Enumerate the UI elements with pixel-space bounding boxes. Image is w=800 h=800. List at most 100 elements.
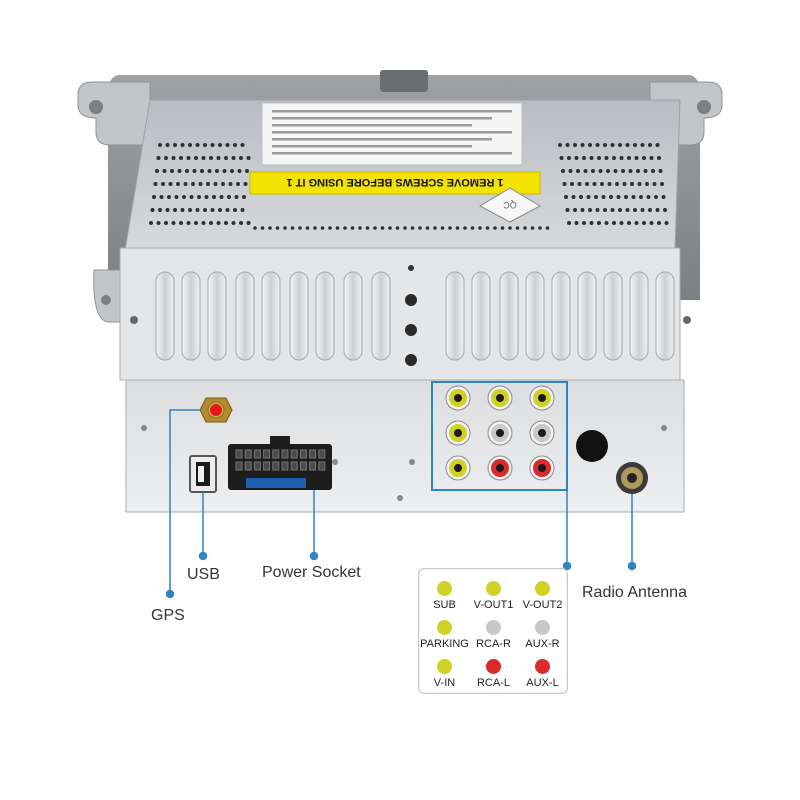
- vent-hole: [589, 156, 594, 160]
- vent-hole: [595, 208, 600, 212]
- legend-item: AUX-L: [518, 659, 567, 689]
- vent-hole: [652, 182, 657, 186]
- vent-hole: [661, 195, 666, 199]
- rca-jack-parking[interactable]: [445, 420, 471, 446]
- gps-callout-dot: [165, 589, 175, 599]
- heatsink-fin: [629, 271, 649, 361]
- vent-hole: [156, 221, 161, 225]
- vent-hole: [164, 156, 168, 160]
- rca-jack-aux-r[interactable]: [529, 420, 555, 446]
- pin: [272, 461, 280, 471]
- vent-hole: [577, 182, 582, 186]
- vent-hole: [571, 195, 576, 199]
- vent-hole: [603, 143, 607, 147]
- vent-hole: [561, 169, 565, 173]
- vent-hole: [189, 195, 194, 199]
- vent-hole: [580, 143, 585, 147]
- legend-color-dot: [437, 581, 452, 596]
- vent-hole: [633, 208, 637, 212]
- legend-item: RCA-R: [469, 620, 518, 650]
- legend-item: PARKING: [420, 620, 469, 650]
- gps-label: GPS: [151, 607, 185, 624]
- usb-port[interactable]: [189, 455, 217, 493]
- vent-hole: [158, 208, 162, 212]
- vent-hole: [201, 221, 206, 225]
- vent-hole: [233, 208, 237, 212]
- vent-hole: [174, 195, 179, 199]
- vent-hole: [275, 226, 280, 230]
- vent-hole: [224, 156, 228, 160]
- vent-hole: [574, 156, 579, 160]
- vent-hole: [158, 143, 162, 147]
- vent-hole: [230, 169, 234, 173]
- vent-hole: [634, 156, 639, 160]
- rca-jack-aux-l[interactable]: [529, 455, 555, 481]
- heatsink-fin: [655, 271, 675, 361]
- vent-hole: [485, 226, 490, 230]
- vent-hole: [228, 182, 233, 186]
- radio-antenna-port[interactable]: [616, 462, 648, 494]
- vent-hole: [180, 143, 185, 147]
- vent-hole: [213, 182, 218, 186]
- heatsink-fin: [315, 271, 335, 361]
- vent-hole: [268, 226, 272, 230]
- vent-hole: [320, 226, 325, 230]
- vent-hole: [192, 169, 197, 173]
- vent-hole: [588, 143, 592, 147]
- vent-hole: [335, 226, 340, 230]
- vent-hole: [463, 226, 467, 230]
- rca-jack-rca-r[interactable]: [487, 420, 513, 446]
- heatsink-fin: [235, 271, 255, 361]
- vent-hole: [523, 226, 527, 230]
- vent-hole: [640, 208, 645, 212]
- rca-jack-v-out2[interactable]: [529, 385, 555, 411]
- warning-sticker-text: 1 REMOVE SCREWS BEFORE USING IT 1: [287, 176, 504, 188]
- pin: [290, 461, 298, 471]
- legend-label: V-IN: [433, 677, 456, 689]
- vent-hole: [601, 195, 606, 199]
- rca-jack-v-in[interactable]: [445, 455, 471, 481]
- vent-hole: [245, 169, 249, 173]
- heatsink-fin: [577, 271, 597, 361]
- vent-hole: [592, 182, 597, 186]
- top-cover: 1 REMOVE SCREWS BEFORE USING IT 1 QC: [124, 99, 681, 251]
- vent-hole: [508, 226, 512, 230]
- vent-hole: [343, 226, 347, 230]
- vent-hole: [433, 226, 437, 230]
- vent-hole: [627, 221, 631, 225]
- vent-hole: [630, 182, 634, 186]
- power-socket[interactable]: [228, 436, 332, 490]
- vent-hole: [210, 143, 215, 147]
- pin: [235, 461, 243, 471]
- vent-hole: [628, 169, 633, 173]
- rca-jack-v-out1[interactable]: [487, 385, 513, 411]
- heatsink-fin: [207, 271, 227, 361]
- power-socket-pins: [235, 449, 326, 471]
- rca-jacks: [445, 385, 555, 481]
- vent-hole: [615, 182, 619, 186]
- legend-item: V-OUT2: [518, 581, 567, 611]
- rca-jack-rca-l[interactable]: [487, 455, 513, 481]
- legend-label: RCA-L: [476, 677, 510, 689]
- vent-hole: [649, 221, 654, 225]
- pin: [244, 461, 252, 471]
- rca-connector-block: [431, 381, 568, 491]
- vent-hole: [358, 226, 362, 230]
- vent-hole: [410, 226, 415, 230]
- legend-item: SUB: [420, 581, 469, 611]
- vent-hole: [200, 169, 204, 173]
- vent-hole: [639, 195, 643, 199]
- pin: [299, 461, 307, 471]
- vent-hole: [637, 182, 642, 186]
- vent-hole: [305, 226, 310, 230]
- vent-hole: [562, 182, 567, 186]
- vent-hole: [663, 208, 667, 212]
- vent-hole: [642, 221, 646, 225]
- heatsink-fin: [371, 271, 391, 361]
- vent-hole: [215, 169, 219, 173]
- vent-hole: [618, 143, 622, 147]
- vent-hole: [580, 208, 585, 212]
- gps-connector[interactable]: [199, 397, 233, 423]
- rca-jack-sub[interactable]: [445, 385, 471, 411]
